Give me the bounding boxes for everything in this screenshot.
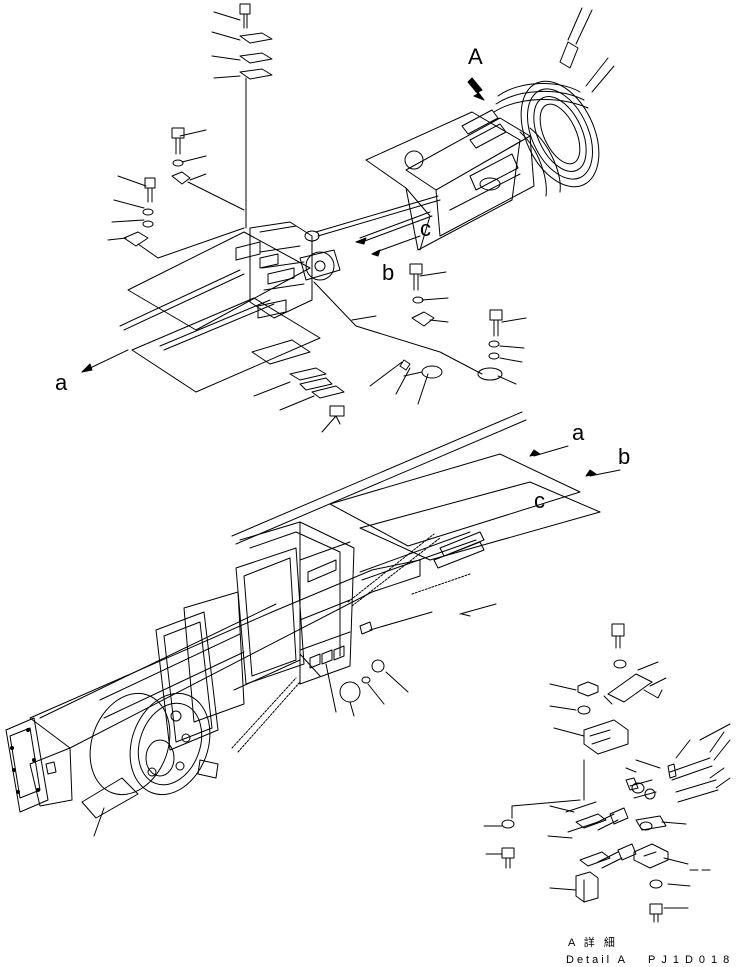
lower-plates bbox=[251, 339, 443, 433]
cable-a-lower bbox=[159, 299, 275, 351]
label-a-mid: a bbox=[572, 420, 585, 445]
top-cable-assembly bbox=[81, 3, 615, 433]
label-c-top: c bbox=[420, 216, 431, 241]
cable-sheet-left bbox=[127, 231, 311, 331]
boom-side-hoses bbox=[231, 531, 497, 753]
cable-sheet-b bbox=[329, 453, 581, 547]
drawing-code: PJ1D018 bbox=[648, 954, 736, 966]
boom-cable-reel bbox=[89, 692, 219, 796]
boom-assembly bbox=[5, 411, 621, 837]
main-bracket bbox=[235, 221, 341, 319]
label-a-top: a bbox=[55, 370, 68, 395]
cable-a-long bbox=[231, 411, 527, 545]
cable-a-upper bbox=[119, 269, 245, 331]
arrow-view-a bbox=[467, 77, 485, 101]
arrow-a-line bbox=[85, 349, 129, 371]
upper-boom-tube bbox=[404, 117, 535, 237]
top-bolt-stack bbox=[211, 3, 273, 229]
label-c-mid: c bbox=[534, 488, 545, 513]
coiled-cables bbox=[461, 7, 615, 197]
right-bolt-group bbox=[313, 263, 527, 385]
cable-sheet-c bbox=[359, 481, 601, 561]
rod-c bbox=[359, 211, 433, 243]
label-b-top: b bbox=[382, 260, 395, 285]
cable-sheet-lower bbox=[131, 297, 321, 393]
detail-title-jp: A 詳 細 bbox=[568, 937, 618, 949]
detail-title-en: Detail A bbox=[566, 954, 628, 966]
boom-frames bbox=[99, 521, 355, 751]
left-bolt-group bbox=[107, 127, 245, 259]
label-b-mid: b bbox=[618, 444, 631, 469]
arrow-a-head bbox=[81, 363, 93, 373]
boom-end-flange bbox=[5, 717, 57, 813]
boom-small-parts bbox=[299, 611, 433, 717]
upper-sheet bbox=[365, 111, 521, 251]
detail-a bbox=[483, 623, 731, 923]
view-a-label: A bbox=[468, 44, 483, 69]
